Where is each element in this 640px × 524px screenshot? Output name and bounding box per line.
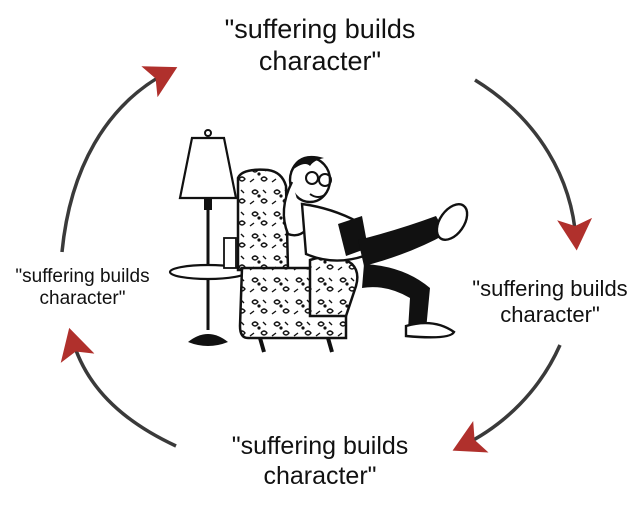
arrow-top-to-right-icon	[474, 78, 593, 251]
floor-lamp-icon	[178, 129, 238, 346]
caption-bottom: "suffering builds character"	[170, 432, 470, 491]
caption-top-line1: "suffering builds	[224, 14, 416, 44]
arrow-left-to-top-icon	[60, 66, 178, 253]
caption-left-line2: character"	[39, 288, 126, 310]
man-in-armchair-illustration	[168, 129, 469, 353]
caption-bottom-line1: "suffering builds	[231, 432, 409, 460]
caption-left-line1: "suffering builds	[15, 266, 150, 287]
side-table-icon	[168, 237, 248, 281]
caption-right: "suffering builds character"	[460, 276, 640, 328]
caption-right-line1: "suffering builds	[472, 276, 628, 301]
caption-left: "suffering builds character"	[0, 266, 165, 311]
arrow-bottom-to-left-icon	[60, 327, 177, 448]
caption-top: "suffering builds character"	[170, 14, 470, 78]
caption-right-line2: character"	[500, 301, 600, 327]
relaxing-man-icon	[282, 155, 469, 339]
armchair-icon	[236, 168, 359, 353]
arrow-right-to-bottom-icon	[452, 344, 562, 453]
caption-bottom-line2: character"	[263, 461, 377, 490]
caption-top-line2: character"	[258, 45, 382, 76]
